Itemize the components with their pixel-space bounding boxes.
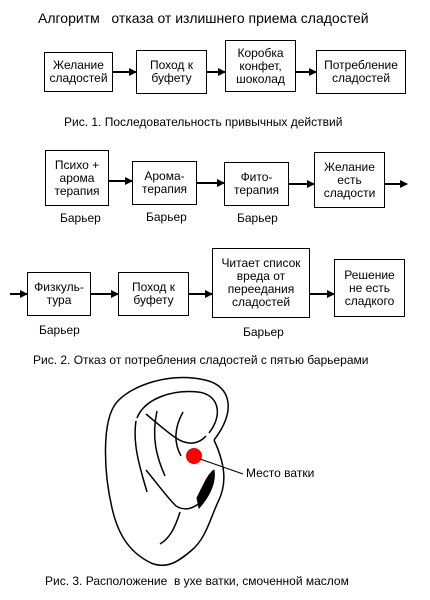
fig2-box-phyto: Фито- терапия [224,162,289,206]
ear-fold-2 [153,410,166,477]
fig2-box-sport: Физкуль- тура [27,272,91,316]
ear-helix [136,390,219,434]
fig2-caption: Рис. 2. Отказ от потребления сладостей с… [33,353,369,367]
ear-fold-3 [175,411,184,457]
ear-fold-4 [145,469,205,510]
fig2-box-reads-list: Читает список вреда от переедания сладос… [212,248,310,318]
fig2-box-psycho-aroma: Психо + арома терапия [45,150,109,206]
barrier-label-1: Барьер [60,211,101,225]
spot-label: Место ватки [246,466,315,480]
fig1-box-consume: Потребление сладостей [316,50,406,94]
fig1-box-desire: Желание сладостей [44,52,113,92]
cotton-spot [186,448,202,464]
barrier-label-5: Барьер [243,325,284,339]
fig2-box-go-buffet: Поход к буфету [118,272,189,316]
ear-lobe-inner [159,511,181,545]
ear-outline [104,376,229,567]
ear-fold-1 [134,420,148,493]
barrier-label-2: Барьер [146,210,187,224]
spot-pointer-line [199,458,244,475]
barrier-label-4: Барьер [39,323,80,337]
barrier-label-3: Барьер [237,211,278,225]
fig1-box-candy: Коробка конфет, шоколад [225,40,296,92]
fig1-caption: Рис. 1. Последовательность привычных дей… [64,115,343,129]
fig2-box-aroma: Арома- терапия [132,161,197,205]
fig2-box-desire-eat: Желание есть сладости [314,152,385,208]
fig2-box-decision: Решение не есть сладкого [334,259,405,317]
ear-canal [196,469,215,510]
page-title: Алгоритм отказа от излишнего приема слад… [38,10,369,26]
ear-drawing [104,376,229,567]
fig3-caption: Рис. 3. Расположение в ухе ватки, смочен… [45,574,349,588]
fig1-box-go-buffet: Поход к буфету [136,50,207,94]
